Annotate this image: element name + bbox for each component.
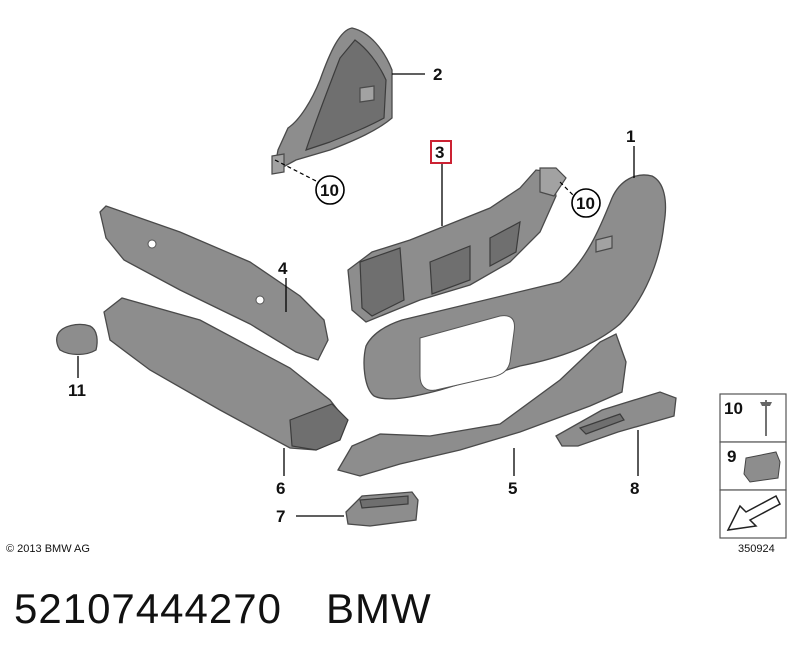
part-4-upper-trim (99, 205, 329, 361)
brand: BMW (325, 585, 432, 632)
callout-3-highlight (430, 140, 452, 164)
leader-10b (559, 181, 575, 197)
callout-4: 4 (278, 259, 288, 278)
screw-head-icon (760, 402, 772, 406)
copyright: © 2013 BMW AG (6, 543, 90, 555)
callout-3: 3 (435, 143, 444, 162)
legend-box-10 (719, 393, 787, 443)
hole (255, 295, 265, 305)
part-2-backrest-trim (271, 27, 393, 175)
leader-10a (274, 159, 319, 183)
part-5-lower-trim (337, 333, 627, 477)
callout-7: 7 (276, 507, 285, 526)
clip-icon (743, 451, 781, 483)
part-11-cap (56, 323, 98, 356)
callout-2: 2 (433, 65, 442, 84)
callout-10b: 10 (576, 194, 595, 213)
diagram-number: 350924 (738, 543, 775, 555)
arrow-icon (726, 494, 781, 531)
part-number: 52107444270 (14, 585, 282, 632)
callout-11: 11 (68, 381, 86, 400)
callout-5: 5 (508, 479, 517, 498)
hole (147, 239, 157, 249)
footer-title: 52107444270 BMW (14, 585, 476, 633)
part-7-clip (345, 491, 419, 527)
callout-1: 1 (626, 127, 635, 146)
fastener-legend: 10 9 (719, 393, 787, 539)
part-3-inner-bracket (347, 167, 567, 323)
callout-6: 6 (276, 479, 285, 498)
legend-label-9: 9 (727, 447, 736, 466)
part-8-rail-cover (555, 391, 677, 447)
callout-10a: 10 (320, 181, 339, 200)
legend-label-10: 10 (724, 399, 743, 418)
callout-10a-circle (315, 175, 345, 205)
callout-8: 8 (630, 479, 639, 498)
part-1-seat-side-cover (363, 174, 667, 400)
callout-10b-circle (571, 188, 601, 218)
part-6-lower-panel (103, 297, 349, 451)
